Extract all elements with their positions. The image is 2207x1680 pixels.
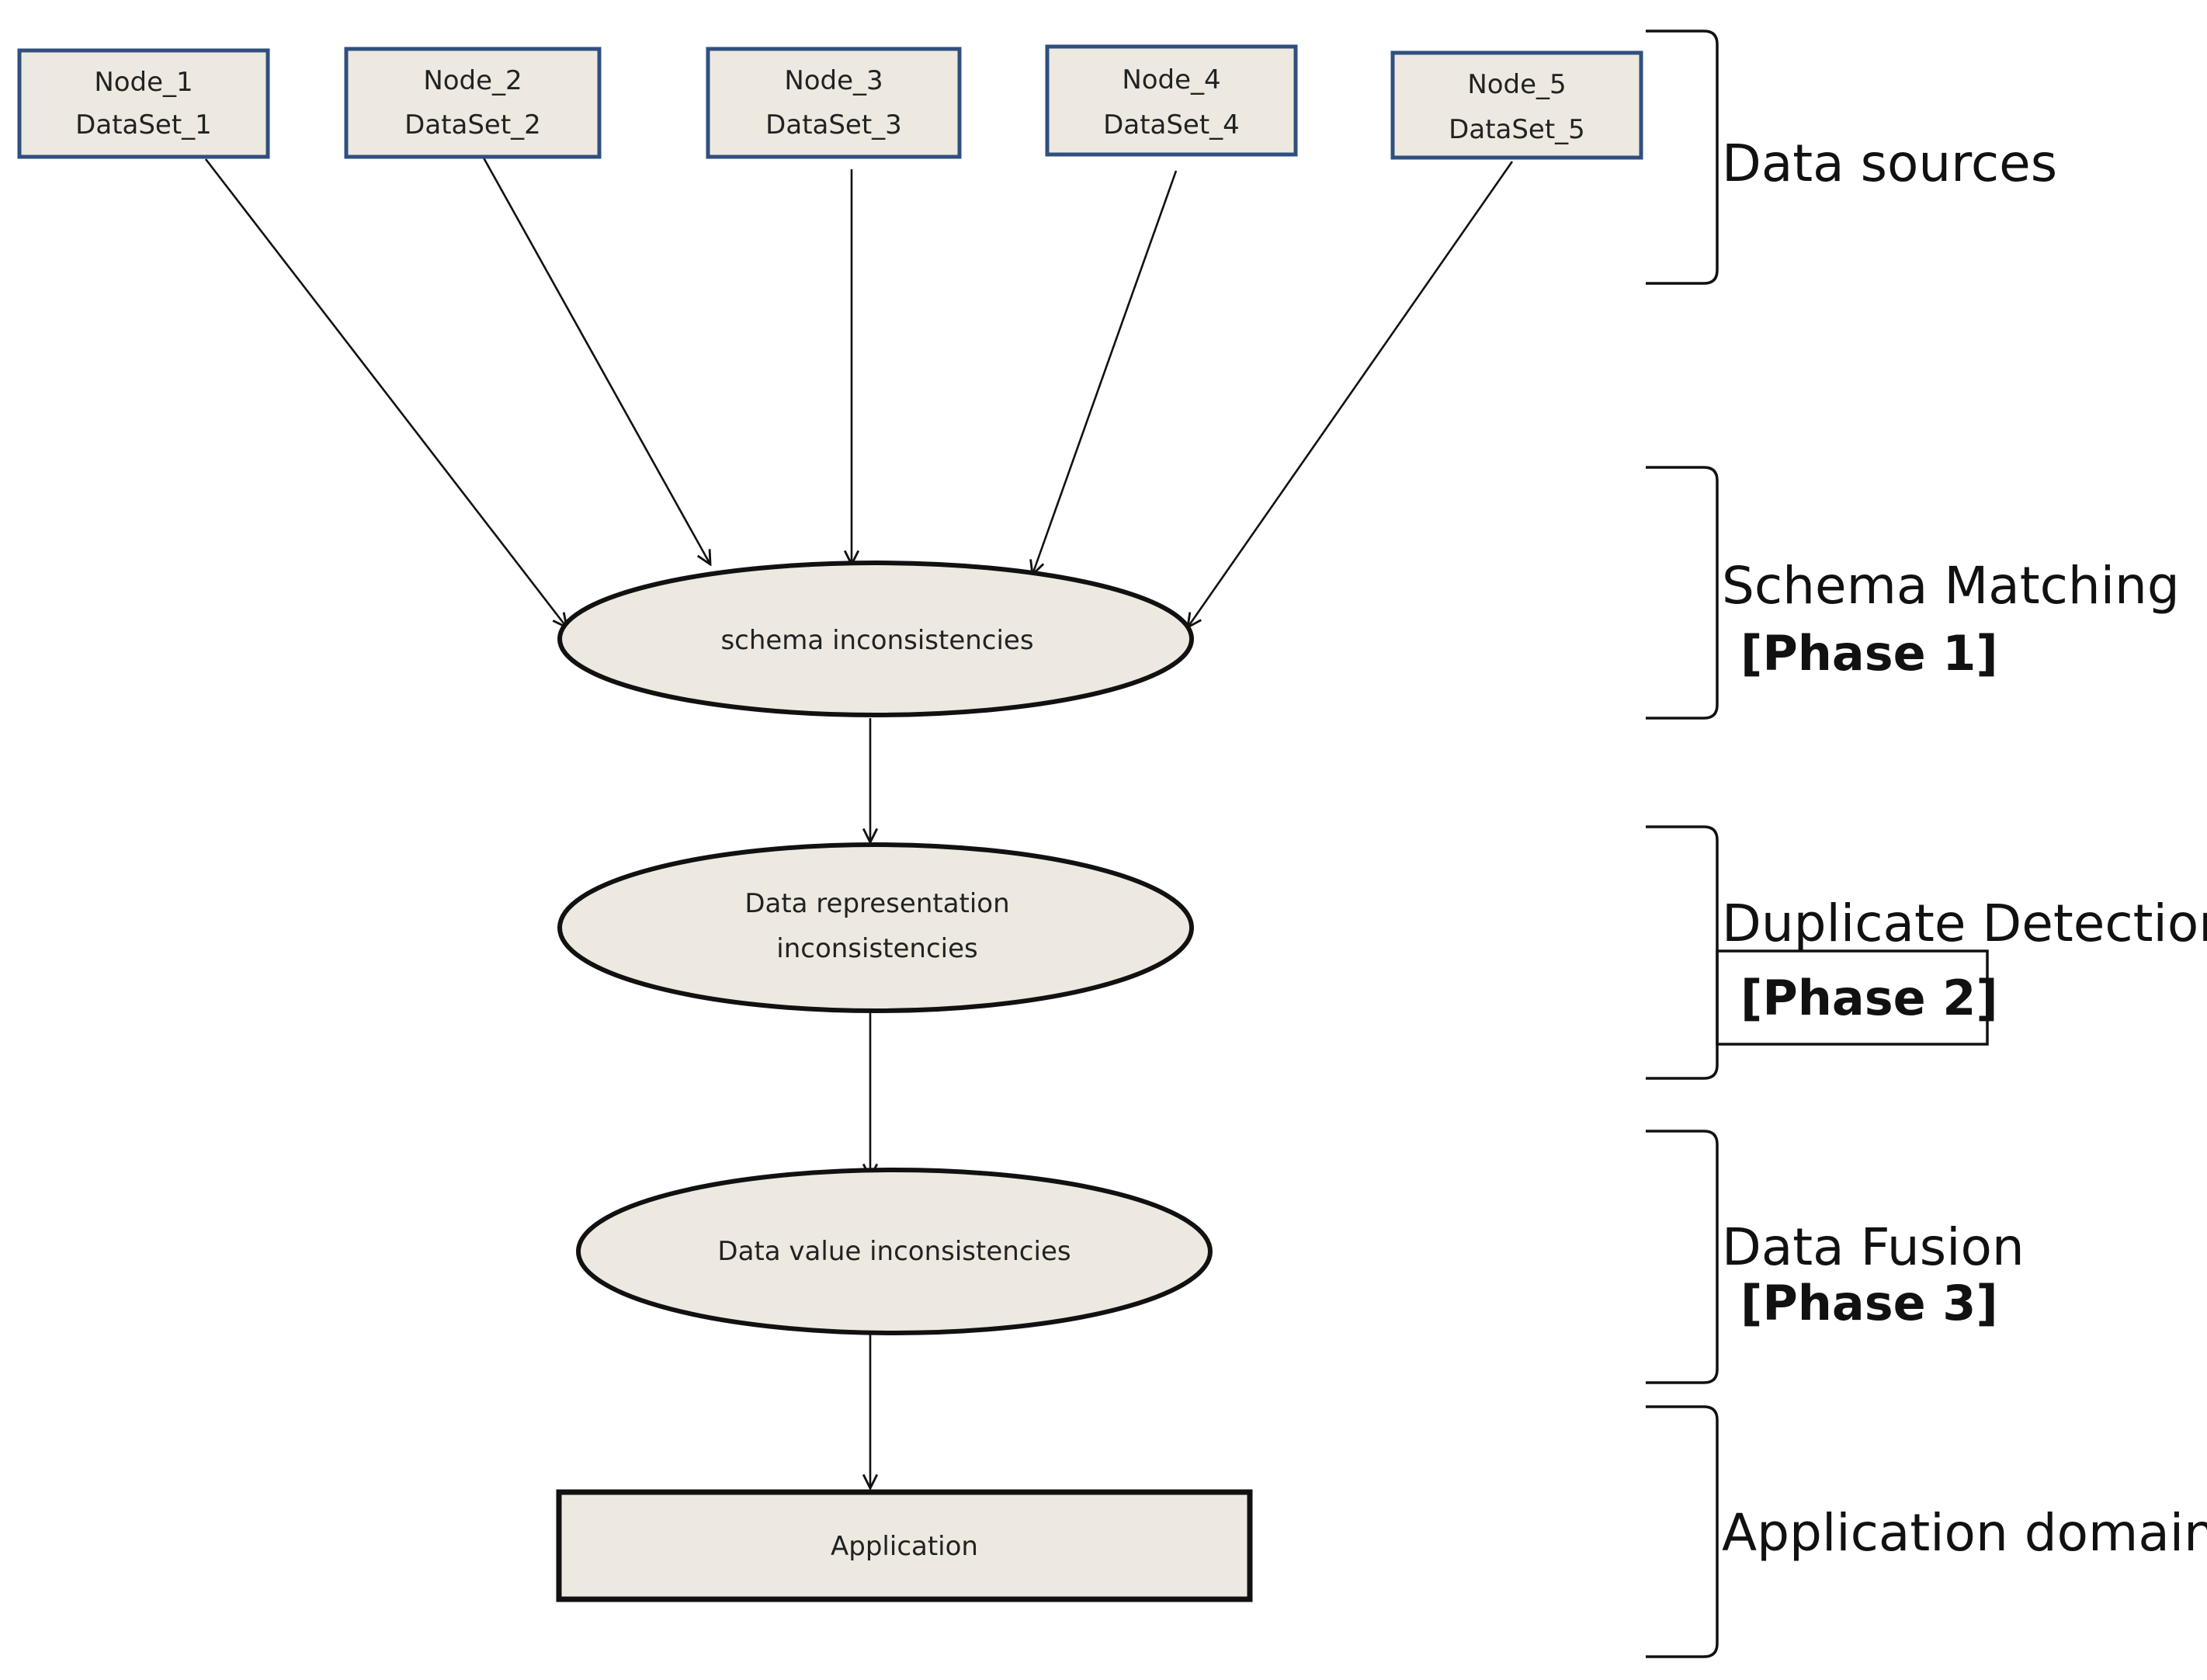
label-phase-1: [Phase 1] (1740, 625, 1998, 682)
edge-node2-schema (472, 139, 710, 564)
source-node-2-dataset-label: DataSet_2 (404, 109, 541, 141)
representation-ellipse (557, 842, 1194, 1013)
bracket-application-domain (1646, 1405, 1719, 1658)
source-node-1-node-label: Node_1 (94, 67, 193, 98)
application-node: Application (556, 1489, 1253, 1602)
bracket-data-fusion (1646, 1130, 1719, 1384)
edge-node1-schema (204, 158, 567, 627)
schema-inconsistencies-node: schema inconsistencies (557, 561, 1194, 717)
bracket-data-sources (1646, 30, 1719, 285)
bracket-duplicate-detection (1646, 825, 1719, 1080)
label-application-domain: Application domain (1722, 1503, 2207, 1563)
source-node-3-box (706, 47, 962, 159)
source-node-5-box (1390, 50, 1643, 160)
stage-labels: Data sources Schema Matching [Phase 1] D… (1716, 134, 2207, 1563)
schema-inconsistencies-label: schema inconsistencies (720, 625, 1033, 656)
value-inconsistencies-node: Data value inconsistencies (576, 1168, 1213, 1335)
source-node-1-dataset-label: DataSet_1 (75, 109, 212, 141)
source-node-2-box (344, 47, 602, 159)
application-label: Application (831, 1531, 978, 1562)
application-box (556, 1489, 1253, 1602)
source-node-5: Node_5 DataSet_5 (1390, 50, 1643, 160)
source-node-4-box (1045, 44, 1298, 157)
representation-label-line2: inconsistencies (776, 933, 977, 964)
stage-brackets (1646, 30, 1719, 1658)
bracket-schema-matching (1646, 466, 1719, 720)
label-schema-matching: Schema Matching (1722, 556, 2180, 616)
source-node-1: Node_1 DataSet_1 (17, 48, 270, 159)
value-inconsistencies-label: Data value inconsistencies (717, 1236, 1071, 1267)
value-ellipse (576, 1168, 1213, 1335)
label-phase-3: [Phase 3] (1740, 1275, 1998, 1331)
source-node-3-node-label: Node_3 (784, 65, 883, 96)
label-duplicate-detection: Duplicate Detection (1722, 894, 2207, 953)
label-data-fusion: Data Fusion (1722, 1217, 2025, 1277)
schema-ellipse (557, 561, 1194, 717)
source-node-5-dataset-label: DataSet_5 (1449, 114, 1585, 145)
source-node-3: Node_3 DataSet_3 (706, 47, 962, 159)
source-node-2-node-label: Node_2 (423, 65, 522, 96)
phase-2-box (1716, 949, 1989, 1046)
representation-inconsistencies-node: Data representation inconsistencies (557, 842, 1194, 1013)
edge-node5-schema (1188, 161, 1514, 627)
source-node-4-dataset-label: DataSet_4 (1103, 109, 1240, 141)
edge-node4-schema (1032, 170, 1178, 574)
source-node-4-node-label: Node_4 (1122, 64, 1220, 95)
source-node-1-box (17, 48, 270, 159)
label-phase-2: [Phase 2] (1740, 970, 1998, 1026)
label-data-sources: Data sources (1722, 134, 2057, 193)
source-edges (204, 139, 1514, 627)
source-node-3-dataset-label: DataSet_3 (765, 109, 902, 141)
representation-label-line1: Data representation (744, 888, 1009, 919)
source-node-4: Node_4 DataSet_4 (1045, 44, 1298, 157)
source-node-5-node-label: Node_5 (1467, 69, 1566, 100)
source-node-2: Node_2 DataSet_2 (344, 47, 602, 159)
